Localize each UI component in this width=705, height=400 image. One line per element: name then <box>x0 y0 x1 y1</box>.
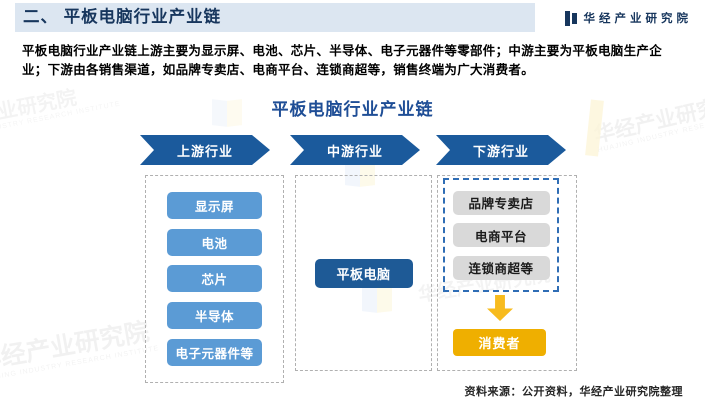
upstream-item-components: 电子元器件等 <box>167 339 262 367</box>
channel-chain-store: 连锁商超等 <box>452 255 550 280</box>
brand-logo: 华经产业研究院 <box>564 10 693 26</box>
book-logo-icon <box>564 10 578 26</box>
terminal-consumer: 消费者 <box>453 329 546 356</box>
stage-arrow-upstream: 上游行业 <box>140 135 270 165</box>
midstream-column: 平板电脑 <box>295 175 432 371</box>
watermark-cn: 华经产业研究院 <box>0 317 152 376</box>
watermark-bottom-left: 华经产业研究院 HUAJING INDUSTRY RESEARCH INSTIT… <box>0 317 160 383</box>
flow-down-arrow-icon <box>487 295 513 321</box>
brand-name: 华经产业研究院 <box>583 13 692 25</box>
channel-ecommerce: 电商平台 <box>452 223 550 247</box>
midstream-item-tablet: 平板电脑 <box>314 258 413 288</box>
sales-channel-box: 品牌专卖店 电商平台 连锁商超等 <box>443 178 559 292</box>
channel-brand-store: 品牌专卖店 <box>452 190 550 215</box>
upstream-column: 显示屏 电池 芯片 半导体 电子元器件等 <box>145 175 284 383</box>
page-title: 二、 平板电脑行业产业链 <box>23 8 222 26</box>
stage-arrow-midstream: 中游行业 <box>290 135 420 165</box>
downstream-column: 品牌专卖店 电商平台 连锁商超等 消费者 <box>437 175 577 371</box>
source-note: 资料来源：公开资料，华经产业研究院整理 <box>464 386 683 398</box>
stage-arrow-downstream: 下游行业 <box>436 135 566 165</box>
upstream-item-display: 显示屏 <box>167 191 262 219</box>
upstream-item-battery: 电池 <box>167 228 262 256</box>
upstream-item-semiconductor: 半导体 <box>167 302 262 330</box>
diagram-title: 平板电脑行业产业链 <box>271 100 434 119</box>
header-band: 二、 平板电脑行业产业链 <box>15 3 535 32</box>
upstream-item-chip: 芯片 <box>167 265 262 293</box>
watermark-en: HUAJING INDUSTRY RESEARCH INSTITUTE <box>0 344 160 384</box>
intro-paragraph: 平板电脑行业产业链上游主要为显示屏、电池、芯片、半导体、电子元器件等零部件；中游… <box>22 44 663 77</box>
